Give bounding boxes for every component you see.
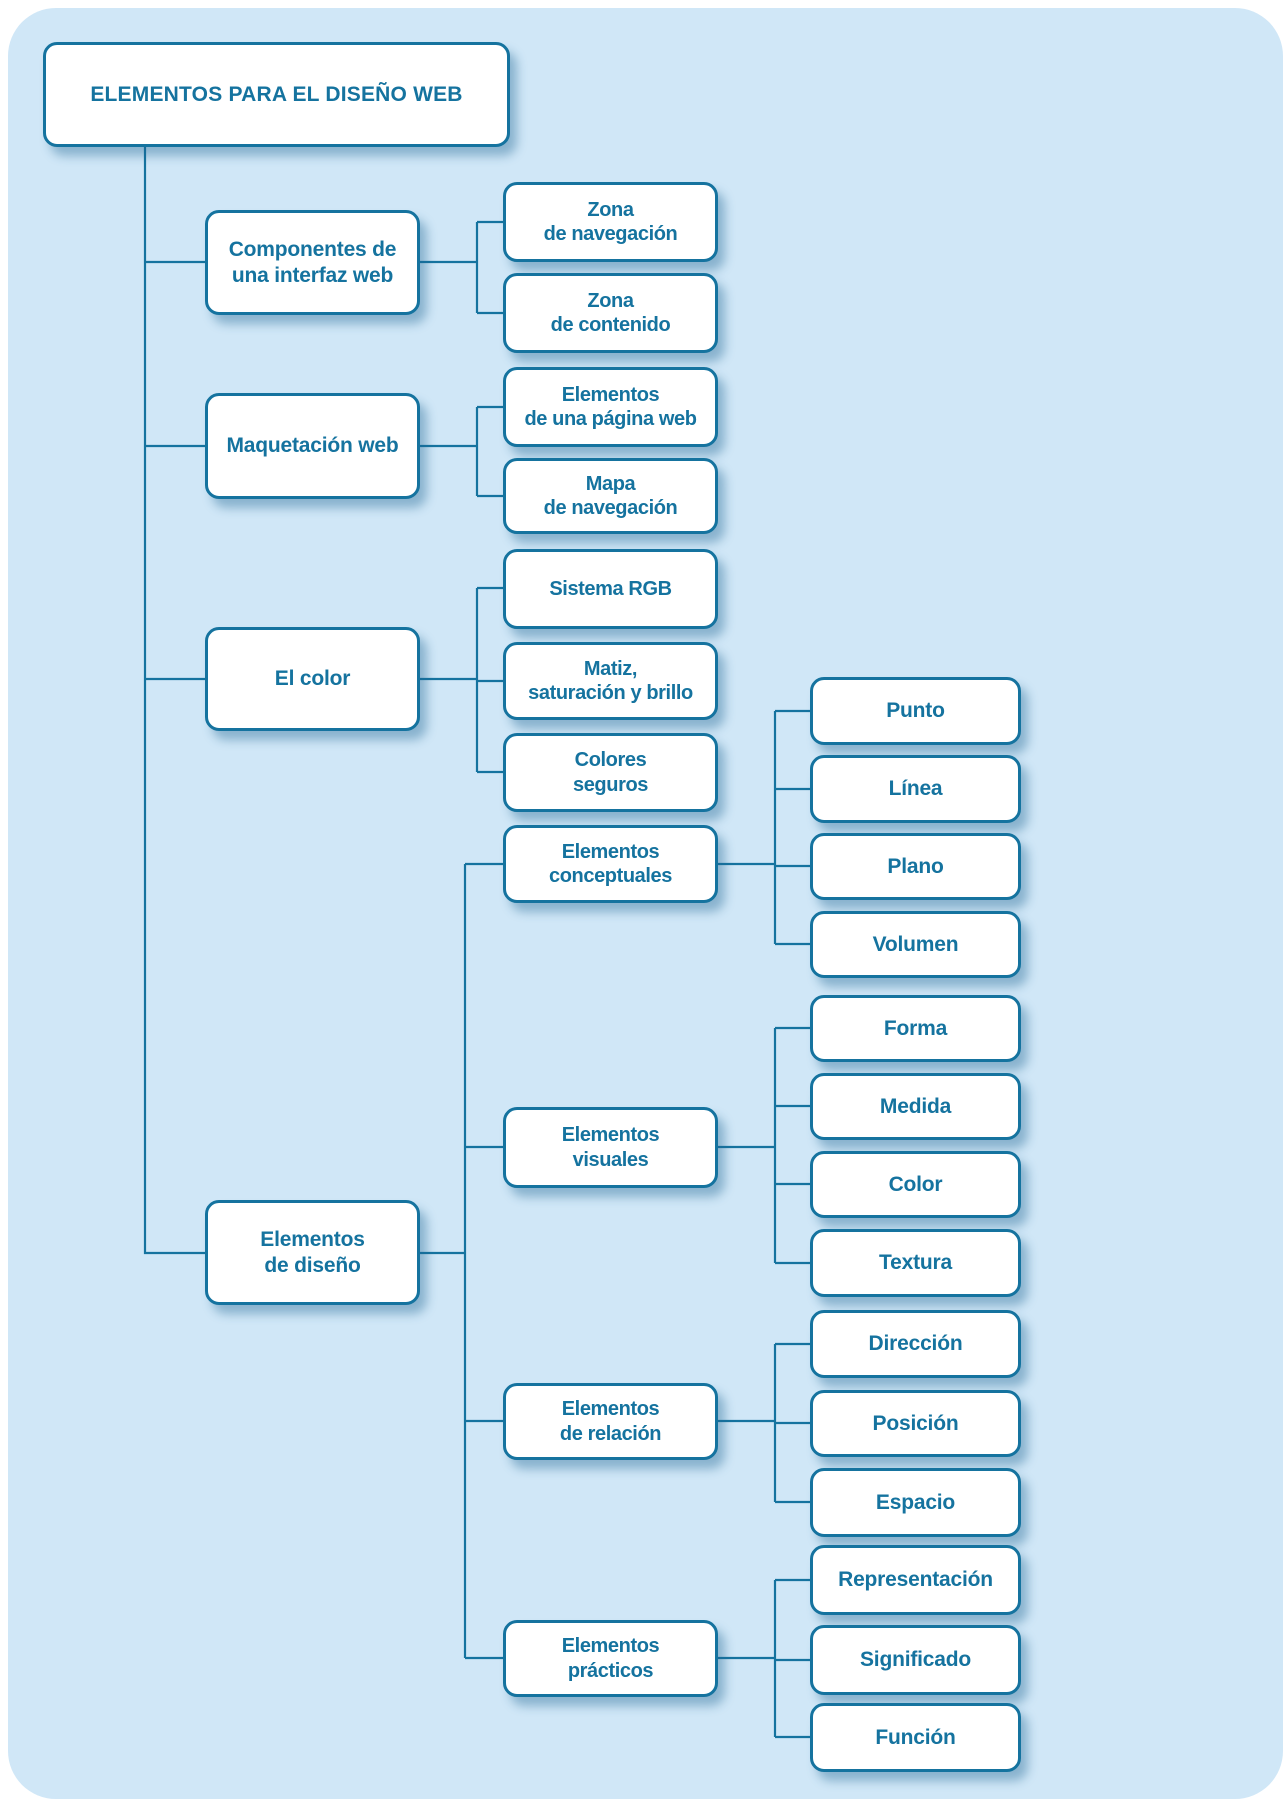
node-significado: Significado <box>810 1625 1021 1695</box>
node-label: Significado <box>860 1648 971 1672</box>
node-label: Zona de contenido <box>550 289 671 336</box>
node-elementos-de-relacion: Elementos de relación <box>503 1383 718 1460</box>
node-elementos-visuales: Elementos visuales <box>503 1107 718 1188</box>
node-elementos-de-diseno: Elementos de diseño <box>205 1200 420 1305</box>
node-label: Posición <box>872 1411 959 1435</box>
node-label: Elementos de diseño <box>260 1227 365 1277</box>
node-label: Línea <box>888 777 943 801</box>
node-linea: Línea <box>810 755 1021 823</box>
node-espacio: Espacio <box>810 1468 1021 1537</box>
node-maquetacion-web: Maquetación web <box>205 393 420 499</box>
node-label: Representación <box>838 1568 993 1592</box>
node-label: Zona de navegación <box>543 198 678 245</box>
node-label: Volumen <box>872 932 959 956</box>
node-label: Mapa de navegación <box>543 472 678 519</box>
node-medida: Medida <box>810 1073 1021 1140</box>
node-label: Elementos conceptuales <box>548 840 673 887</box>
node-label: El color <box>274 667 351 691</box>
node-label: Componentes de una interfaz web <box>228 237 397 287</box>
node-label: Dirección <box>868 1332 963 1356</box>
node-elementos-conceptuales: Elementos conceptuales <box>503 825 718 903</box>
node-label: Sistema RGB <box>549 577 672 600</box>
node-forma: Forma <box>810 995 1021 1062</box>
node-label: Maquetación web <box>226 434 399 458</box>
node-funcion: Función <box>810 1703 1021 1772</box>
node-label: Elementos visuales <box>561 1124 660 1171</box>
node-label: Función <box>875 1725 956 1749</box>
node-representacion: Representación <box>810 1545 1021 1615</box>
node-zona-de-navegacion: Zona de navegación <box>503 182 718 262</box>
node-plano: Plano <box>810 833 1021 900</box>
node-elementos-para-el-diseno-web: ELEMENTOS PARA EL DISEÑO WEB <box>43 42 510 147</box>
node-label: Elementos de relación <box>559 1398 662 1445</box>
node-label: Plano <box>887 854 944 878</box>
node-elementos-practicos: Elementos prácticos <box>503 1620 718 1697</box>
node-color: Color <box>810 1151 1021 1218</box>
node-label: Textura <box>879 1251 952 1275</box>
node-label: Colores seguros <box>572 749 648 796</box>
node-posicion: Posición <box>810 1390 1021 1457</box>
node-label: Medida <box>879 1094 952 1118</box>
node-matiz-saturacion-brillo: Matiz, saturación y brillo <box>503 642 718 720</box>
node-zona-de-contenido: Zona de contenido <box>503 273 718 353</box>
node-label: Color <box>888 1172 943 1196</box>
node-label: Forma <box>883 1016 948 1040</box>
node-label: Punto <box>886 699 945 723</box>
node-direccion: Dirección <box>810 1310 1021 1378</box>
node-sistema-rgb: Sistema RGB <box>503 549 718 629</box>
node-label: ELEMENTOS PARA EL DISEÑO WEB <box>90 82 463 106</box>
node-colores-seguros: Colores seguros <box>503 733 718 812</box>
node-volumen: Volumen <box>810 911 1021 978</box>
node-label: Matiz, saturación y brillo <box>528 657 693 704</box>
node-punto: Punto <box>810 677 1021 745</box>
node-componentes-interfaz-web: Componentes de una interfaz web <box>205 210 420 315</box>
node-textura: Textura <box>810 1229 1021 1297</box>
node-label: Espacio <box>875 1490 956 1514</box>
node-label: Elementos de una página web <box>524 383 697 430</box>
node-mapa-de-navegacion: Mapa de navegación <box>503 458 718 534</box>
node-el-color: El color <box>205 627 420 731</box>
node-label: Elementos prácticos <box>561 1635 660 1682</box>
node-elementos-de-una-pagina-web: Elementos de una página web <box>503 367 718 447</box>
